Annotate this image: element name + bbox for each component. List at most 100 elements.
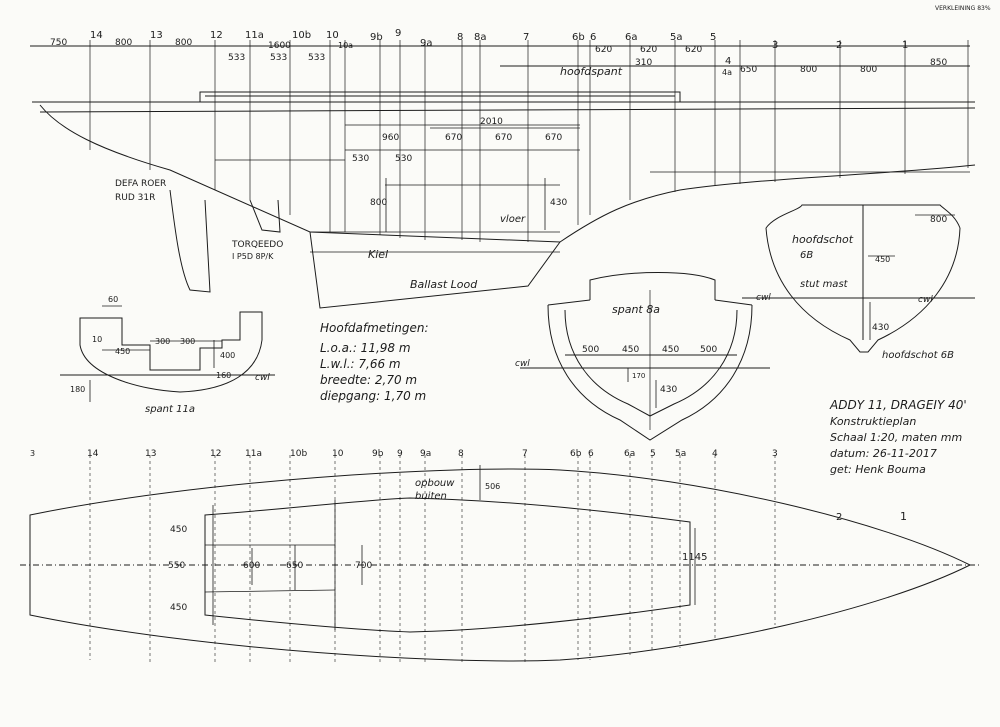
sec8a-dim: 500: [700, 345, 717, 355]
top-dim: 533: [270, 53, 287, 63]
side-dim: 430: [550, 198, 567, 208]
plan-station: 3: [30, 449, 35, 458]
title-line-1: ADDY 11, DRAGEIY 40': [829, 398, 967, 412]
defa-roer-label: DEFA ROER: [115, 179, 166, 189]
top-dim: 800: [860, 65, 877, 75]
sec6b-dim: 450: [875, 255, 890, 264]
rud-label: RUD 31R: [115, 193, 155, 203]
sec6b-sub2: stut mast: [800, 279, 849, 290]
sec6b-sub1: 6B: [800, 250, 813, 261]
side-dim: 800: [370, 198, 387, 208]
torqeedo-sub-label: I P5D 8P/K: [232, 252, 274, 261]
top-station: 14: [90, 30, 103, 41]
main-dims-heading: Hoofdafmetingen:: [320, 321, 429, 335]
opbouw-label: opbouw: [415, 478, 455, 489]
main-dims-line: L.w.l.: 7,66 m: [320, 357, 401, 371]
section-6b-deck: [765, 204, 961, 229]
sec6b-bottom-label: hoofdschot 6B: [882, 350, 954, 361]
top-dim: 800: [175, 38, 192, 48]
plan-dim: 506: [485, 482, 500, 491]
rudder-outline: [169, 189, 211, 293]
plan-station: 11a: [245, 449, 262, 459]
plan-station: 3: [772, 449, 778, 459]
vloer-label: vloer: [500, 214, 526, 225]
main-dims-line: L.o.a.: 11,98 m: [320, 341, 411, 355]
top-station: 9a: [420, 38, 433, 49]
plan-station: 6b: [570, 449, 582, 459]
plan-station: 14: [87, 449, 99, 459]
plan-station: 9: [397, 449, 403, 459]
top-station: 5: [710, 32, 716, 43]
buiten-label: buiten: [415, 491, 447, 502]
sec8a-cwl: cwl: [515, 359, 530, 369]
title-line-5: get: Henk Bouma: [830, 463, 926, 476]
plan-station: 2: [836, 512, 842, 523]
top-dim: 750: [50, 38, 67, 48]
sec8a-cwl-right: cwl: [756, 293, 771, 303]
plan-station: 8: [458, 449, 464, 459]
top-station: 9: [395, 28, 401, 39]
sec6b-dim: 430: [872, 323, 889, 333]
side-dim: 670: [445, 133, 462, 143]
plan-station: 4: [712, 449, 718, 459]
section-6b: [742, 204, 975, 353]
top-station: 2: [836, 40, 842, 51]
section-11a: [60, 305, 275, 402]
top-dim: 800: [800, 65, 817, 75]
top-station: 13: [150, 30, 163, 41]
section-8a: [520, 272, 770, 441]
plan-station: 7: [522, 449, 528, 459]
side-dim: 530: [395, 154, 412, 164]
top-station: 6: [590, 32, 596, 43]
title-line-3: Schaal 1:20, maten mm: [830, 431, 962, 444]
corner-mark: VERKLEINING 83%: [935, 5, 991, 12]
plan-dim: 550: [168, 561, 185, 571]
section-8a-coachroof: [589, 272, 716, 300]
main-dims-line: breedte: 2,70 m: [320, 373, 417, 387]
plan-station: 1: [900, 510, 907, 523]
top-dim: 620: [685, 45, 702, 55]
section-8a-inner-hull: [564, 309, 738, 417]
plan-station: 6: [588, 449, 594, 459]
top-station: 4a: [722, 68, 732, 77]
sec8a-dim: 450: [662, 345, 679, 355]
top-station: 8a: [474, 32, 487, 43]
top-dim: 533: [308, 53, 325, 63]
main-dims-line: diepgang: 1,70 m: [320, 389, 426, 403]
top-station: 12: [210, 30, 223, 41]
top-station: 9b: [370, 32, 383, 43]
plan-station: 6a: [624, 449, 635, 459]
top-dim: 310: [635, 58, 652, 68]
ballast-label: Ballast Lood: [410, 278, 478, 291]
plan-dim: 650: [286, 561, 303, 571]
plan-station: 10: [332, 449, 344, 459]
top-station: 11a: [245, 30, 264, 41]
top-station: 10: [326, 30, 339, 41]
top-dim: 533: [228, 53, 245, 63]
sec11a-dim: 60: [108, 295, 118, 304]
side-dim: 670: [495, 133, 512, 143]
sec11a-dim: 160: [216, 371, 231, 380]
sec11a-cwl: cwl: [255, 373, 270, 383]
plan-station: 5: [650, 449, 656, 459]
top-station: 6a: [625, 32, 638, 43]
section-6b-hull: [765, 227, 961, 353]
top-station: 1: [902, 40, 908, 51]
cabin-outline: [199, 91, 681, 102]
torqeedo-label: TORQEEDO: [231, 240, 283, 250]
sec11a-dim: 10: [92, 335, 102, 344]
plan-station: 13: [145, 449, 156, 459]
plan-dim: 600: [243, 561, 260, 571]
top-dim: 800: [115, 38, 132, 48]
top-dim: 650: [740, 65, 757, 75]
hoofdspant-label: hoofdspant: [560, 65, 623, 78]
sec11a-dim: 300: [155, 337, 170, 346]
top-dim: 1600: [268, 41, 291, 51]
plan-station: 5a: [675, 449, 686, 459]
sec8a-dim: 450: [622, 345, 639, 355]
hull-bottom-line: [39, 104, 976, 243]
title-line-4: datum: 26-11-2017: [830, 447, 937, 460]
plan-dim: 450: [170, 525, 187, 535]
sec11a-dim: 400: [220, 351, 235, 360]
plan-view: [20, 455, 980, 665]
